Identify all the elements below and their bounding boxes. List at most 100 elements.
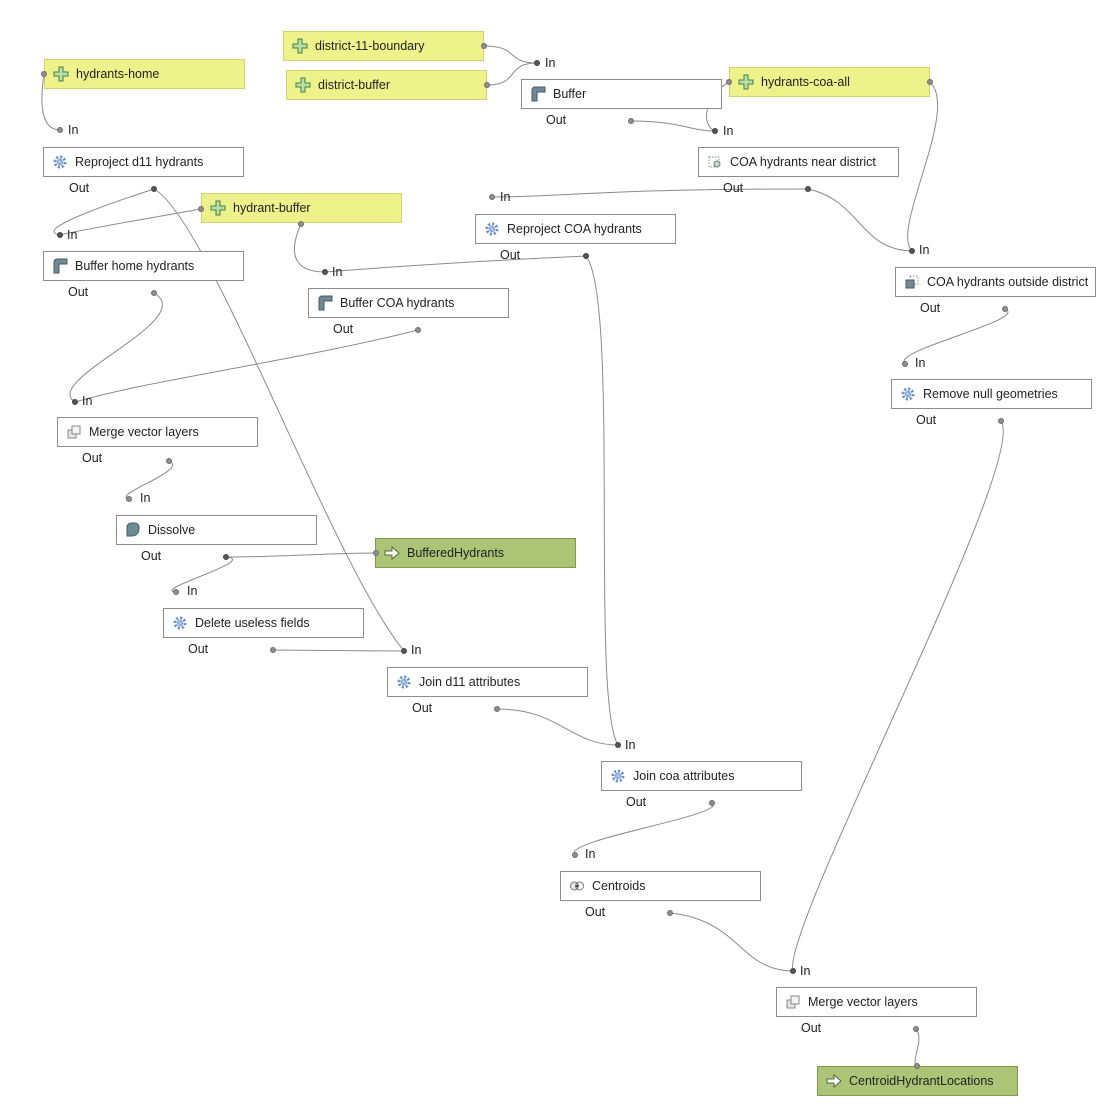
port-in-merge1: In	[82, 394, 93, 408]
port-dot[interactable]	[914, 1063, 920, 1069]
edge-district-boundary-to-buffer	[483, 45, 538, 64]
node-label: Join coa attributes	[633, 769, 735, 783]
port-dot[interactable]	[494, 706, 500, 712]
gear-icon	[485, 222, 499, 236]
edge-hydrant-buffer-to-buffer-home	[59, 208, 202, 236]
port-out-join-d11: Out	[412, 701, 433, 715]
node-buffered-hydrants-output[interactable]: BufferedHydrants	[375, 538, 576, 568]
node-centroid-hydrant-locations-output[interactable]: CentroidHydrantLocations	[817, 1066, 1018, 1096]
node-label: hydrants-home	[76, 67, 160, 81]
node-reproject-d11-hydrants[interactable]: Reproject d11 hydrants	[43, 147, 244, 177]
port-dot[interactable]	[534, 60, 540, 66]
plus-input-icon	[738, 74, 754, 90]
port-dot[interactable]	[583, 253, 589, 259]
gear-icon	[173, 616, 187, 630]
port-dot[interactable]	[72, 399, 78, 405]
edge-centroids-to-merge2	[669, 912, 794, 972]
node-label: Buffer COA hydrants	[340, 296, 455, 310]
node-district-11-boundary[interactable]: district-11-boundary	[283, 31, 484, 61]
port-dot[interactable]	[927, 79, 933, 85]
port-in-remove-null: In	[915, 356, 926, 370]
node-remove-null-geometries[interactable]: Remove null geometries	[891, 379, 1092, 409]
node-merge-vector-layers-2[interactable]: Merge vector layers	[776, 987, 977, 1017]
dissolve-icon	[126, 522, 140, 537]
node-hydrants-coa-all[interactable]: hydrants-coa-all	[729, 67, 930, 97]
node-dissolve[interactable]: Dissolve	[116, 515, 317, 545]
port-dot[interactable]	[726, 79, 732, 85]
node-join-coa-attributes[interactable]: Join coa attributes	[601, 761, 802, 791]
port-dot[interactable]	[298, 221, 304, 227]
port-dot[interactable]	[484, 82, 490, 88]
port-dot[interactable]	[270, 647, 276, 653]
port-in-buffer: In	[545, 56, 556, 70]
port-in-reproject-d11: In	[68, 123, 79, 137]
edge-dissolve-to-buffered-hydrants	[225, 552, 377, 558]
node-buffer-home-hydrants[interactable]: Buffer home hydrants	[43, 251, 244, 281]
port-dot[interactable]	[913, 1026, 919, 1032]
node-label: hydrant-buffer	[233, 201, 311, 215]
node-label: Centroids	[592, 879, 646, 893]
port-dot[interactable]	[709, 800, 715, 806]
port-dot[interactable]	[805, 186, 811, 192]
port-in-reproject-coa: In	[500, 190, 511, 204]
port-dot[interactable]	[902, 361, 908, 367]
node-buffer-coa-hydrants[interactable]: Buffer COA hydrants	[308, 288, 509, 318]
port-dot[interactable]	[415, 327, 421, 333]
node-hydrants-home[interactable]: hydrants-home	[44, 59, 245, 89]
edge-delete-fields-to-join-d11	[272, 649, 405, 652]
port-dot[interactable]	[712, 128, 718, 134]
plus-input-icon	[292, 38, 308, 54]
port-dot[interactable]	[57, 127, 63, 133]
edge-buffer-to-coa-near	[630, 120, 716, 132]
port-dot[interactable]	[1002, 306, 1008, 312]
gear-icon	[611, 769, 625, 783]
port-in-join-coa: In	[625, 738, 636, 752]
node-label: Join d11 attributes	[419, 675, 521, 689]
port-dot[interactable]	[667, 910, 673, 916]
port-out-reproject-coa: Out	[500, 248, 521, 262]
node-centroids[interactable]: Centroids	[560, 871, 761, 901]
port-dot[interactable]	[126, 496, 132, 502]
node-buffer[interactable]: Buffer	[521, 79, 722, 109]
port-dot[interactable]	[322, 269, 328, 275]
port-dot[interactable]	[628, 118, 634, 124]
port-dot[interactable]	[151, 290, 157, 296]
port-dot[interactable]	[909, 248, 915, 254]
port-dot[interactable]	[166, 458, 172, 464]
node-label: Buffer	[553, 87, 587, 101]
port-dot[interactable]	[489, 194, 495, 200]
port-dot[interactable]	[223, 554, 229, 560]
port-dot[interactable]	[790, 968, 796, 974]
merge-icon	[786, 995, 800, 1009]
node-reproject-coa-hydrants[interactable]: Reproject COA hydrants	[475, 214, 676, 244]
port-dot[interactable]	[373, 550, 379, 556]
node-join-d11-attributes[interactable]: Join d11 attributes	[387, 667, 588, 697]
port-dot[interactable]	[481, 43, 487, 49]
port-out-dissolve: Out	[141, 549, 162, 563]
edge-join-d11-to-join-coa	[496, 708, 619, 746]
node-district-buffer[interactable]: district-buffer	[286, 70, 487, 100]
port-dot[interactable]	[151, 186, 157, 192]
node-coa-hydrants-near-district[interactable]: COA hydrants near district	[698, 147, 899, 177]
edge-coa-near-to-reproject-coa	[491, 188, 809, 198]
port-in-dissolve: In	[140, 491, 151, 505]
port-dot[interactable]	[615, 742, 621, 748]
buffer-icon	[53, 258, 68, 274]
port-dot[interactable]	[57, 232, 63, 238]
port-dot[interactable]	[41, 71, 47, 77]
node-delete-useless-fields[interactable]: Delete useless fields	[163, 608, 364, 638]
edge-dissolve-to-delete-fields	[171, 556, 234, 593]
edge-remove-null-to-merge2	[792, 420, 1004, 972]
node-label: Reproject COA hydrants	[507, 222, 642, 236]
plus-input-icon	[295, 77, 311, 93]
port-dot[interactable]	[572, 852, 578, 858]
node-coa-hydrants-outside-district[interactable]: COA hydrants outside district	[895, 267, 1096, 297]
node-merge-vector-layers-1[interactable]: Merge vector layers	[57, 417, 258, 447]
port-dot[interactable]	[998, 418, 1004, 424]
port-dot[interactable]	[401, 648, 407, 654]
port-dot[interactable]	[173, 589, 179, 595]
node-hydrant-buffer[interactable]: hydrant-buffer	[201, 193, 402, 223]
edge-hydrant-buffer-to-buffer-coa	[293, 223, 326, 273]
port-dot[interactable]	[198, 206, 204, 212]
